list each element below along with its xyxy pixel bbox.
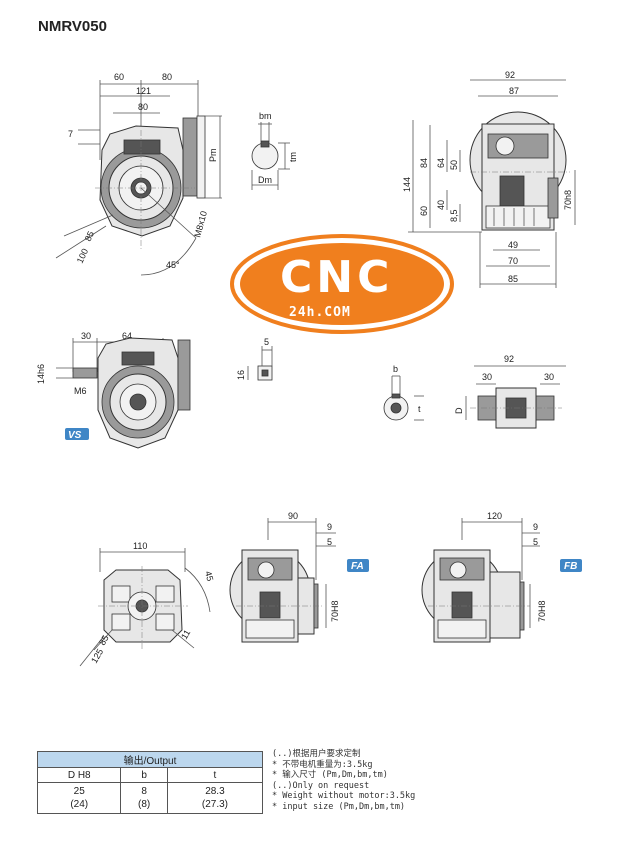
dim-5: 5 — [264, 337, 269, 347]
dim-121: 121 — [136, 86, 151, 96]
dim-84: 84 — [419, 158, 429, 168]
dim-30-right: 30 — [544, 372, 554, 382]
dim-80-top: 80 — [162, 72, 172, 82]
dim-120: 120 — [487, 511, 502, 521]
dim-85-flange: 85 — [97, 633, 111, 647]
dim-45-flange: 45 — [203, 570, 215, 582]
dim-60-side: 60 — [419, 206, 429, 216]
hollow-shaft-view: b t D 92 30 30 — [383, 354, 566, 429]
dim-pm: Pm — [208, 149, 218, 163]
fb-view: 120 9 5 70H8 FB — [421, 511, 582, 643]
dim-87: 87 — [509, 86, 519, 96]
dim-85-side: 85 — [508, 274, 518, 284]
flange-view: 110 45 85 125 11 — [79, 541, 215, 667]
badge-vs — [65, 428, 89, 440]
note-line: * Weight without motor:3.5kg — [272, 791, 416, 802]
dim-110: 110 — [133, 541, 147, 551]
dim-144: 144 — [402, 177, 412, 192]
column-header: b — [120, 767, 168, 783]
dim-85: 85 — [83, 230, 96, 243]
dim-70h8-fb: 70H8 — [537, 600, 547, 622]
note-line: * 输入尺寸 (Pm,Dm,bm,tm) — [272, 770, 388, 781]
dim-70: 70 — [508, 256, 518, 266]
dim-d: D — [454, 407, 464, 414]
output-table: 输出/Output D H8 b t 25(24) 8(8) 28.3(27.3… — [36, 751, 264, 814]
dim-100: 100 — [75, 247, 90, 265]
notes: (..)根据用户要求定制 * 不带电机重量为:3.5kg * 输入尺寸 (Pm,… — [272, 749, 415, 813]
dim-14h6: 14h6 — [36, 364, 46, 384]
dim-5-fb: 5 — [533, 537, 538, 547]
dim-9-fb: 9 — [533, 522, 538, 532]
dim-9-fa: 9 — [327, 522, 332, 532]
logo-sub-text: 24h.COM — [289, 305, 351, 320]
dim-92: 92 — [505, 70, 515, 80]
dim-40: 40 — [436, 200, 446, 210]
badge-fa-text: FA — [351, 561, 364, 572]
table-header: 输出/Output — [37, 751, 263, 768]
dim-90: 90 — [288, 511, 298, 521]
dim-64-vs: 64 — [122, 331, 132, 341]
shaft-key-view: 5 16 — [236, 337, 273, 381]
dim-tm: tm — [288, 152, 298, 162]
table-cell: 25(24) — [36, 782, 122, 814]
fa-view: 90 9 5 70H8 FA — [229, 511, 369, 643]
table-cell: 28.3(27.3) — [166, 782, 264, 814]
badge-fb — [560, 559, 582, 572]
dim-8-5: 8,5 — [449, 209, 459, 222]
note-line: * input size (Pm,Dm,bm,tm) — [272, 801, 406, 812]
dim-m6: M6 — [74, 386, 87, 396]
vs-view: 30 64 14h6 M6 VS — [36, 331, 191, 449]
dim-bm: bm — [259, 111, 272, 121]
dim-70h8-fa: 70H8 — [330, 600, 340, 622]
dim-11: 11 — [179, 628, 192, 641]
badge-fa — [347, 559, 369, 572]
cnc24h-logo: CNC 24h.COM — [230, 234, 454, 334]
dim-b: b — [393, 364, 398, 374]
table-row: 25(24) 8(8) 28.3(27.3) — [36, 782, 264, 814]
front-view: 60 80 121 80 7 Pm 85 100 45° M8x10 — [55, 72, 222, 276]
dim-50: 50 — [449, 160, 459, 170]
dim-60: 60 — [114, 72, 124, 82]
dim-30: 30 — [81, 331, 91, 341]
dim-125: 125 — [89, 647, 105, 665]
dim-49: 49 — [508, 240, 518, 250]
table-cell: 8(8) — [120, 782, 168, 814]
dim-70h8: 70h8 — [563, 190, 573, 210]
dim-30-left: 30 — [482, 372, 492, 382]
page-title: NMRV050 — [38, 18, 107, 35]
input-keyway-view: bm tm Dm — [251, 111, 298, 190]
column-header: D H8 — [36, 767, 122, 783]
dim-16: 16 — [236, 370, 246, 380]
dim-dm: Dm — [258, 175, 272, 185]
dim-45-deg: 45° — [166, 260, 180, 270]
column-header: t — [166, 767, 264, 783]
note-line: (..)根据用户要求定制 — [272, 749, 361, 759]
dim-5-fa: 5 — [327, 537, 332, 547]
side-view: 92 87 144 84 64 50 40 60 8,5 70h8 — [402, 70, 576, 288]
badge-vs-text: VS — [68, 430, 82, 441]
dim-t: t — [418, 404, 421, 414]
logo-main-text: CNC — [280, 252, 393, 303]
dim-7: 7 — [68, 129, 73, 139]
dim-92-hollow: 92 — [504, 354, 514, 364]
note-line: * 不带电机重量为:3.5kg — [272, 759, 373, 770]
dim-80: 80 — [138, 102, 148, 112]
badge-fb-text: FB — [564, 561, 577, 572]
dim-m8x10: M8x10 — [192, 210, 209, 239]
dim-64: 64 — [436, 158, 446, 168]
note-line: (..)Only on request — [272, 780, 370, 791]
